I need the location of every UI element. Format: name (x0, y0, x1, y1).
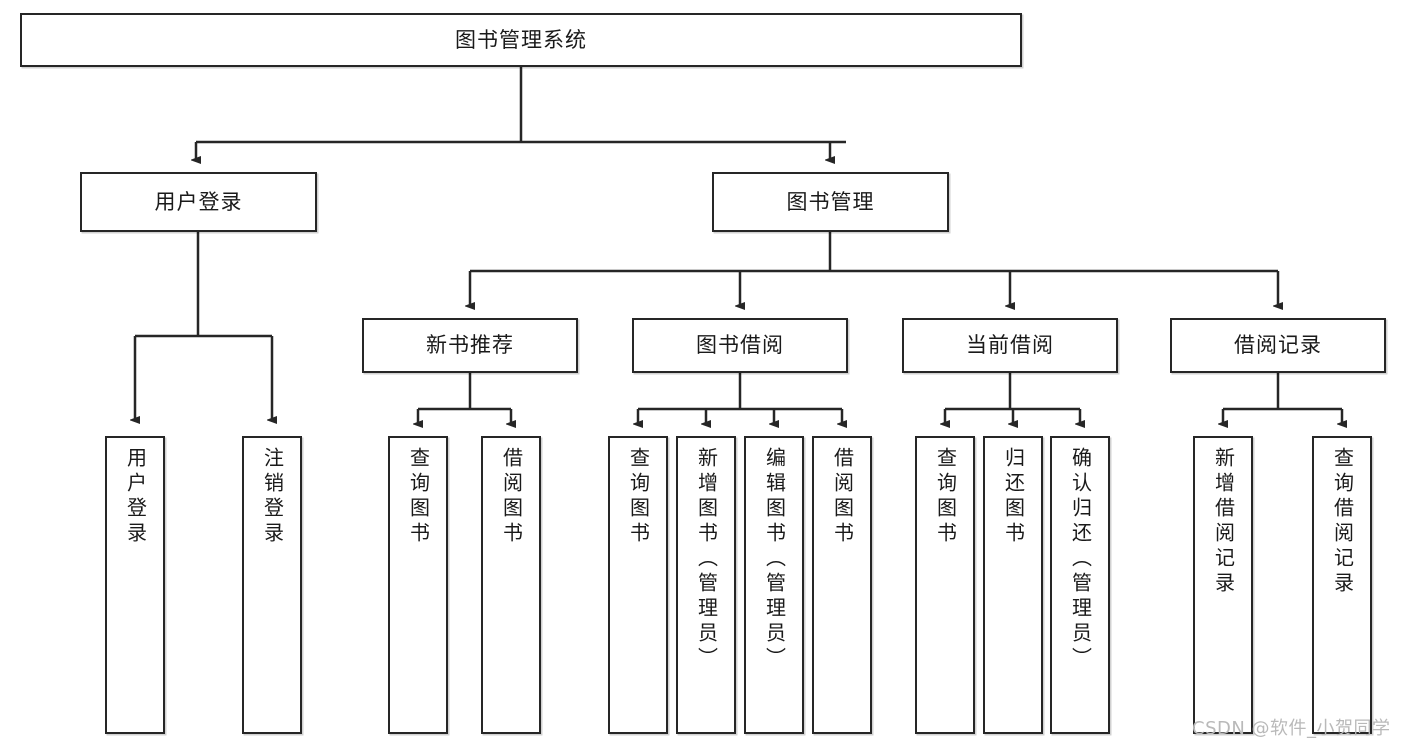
node-label: 借阅记录 (1234, 333, 1322, 358)
node-label: 借阅图书 (499, 447, 524, 547)
node-label: 新书推荐 (426, 333, 514, 358)
node-label: 图书管理 (786, 189, 875, 214)
node-library-management-system[interactable]: 图书管理系统 (20, 13, 1022, 67)
node-leaf-add-record[interactable]: 新增借阅记录 (1193, 436, 1253, 734)
node-label: 查询借阅记录 (1330, 447, 1355, 597)
node-leaf-query-record[interactable]: 查询借阅记录 (1312, 436, 1372, 734)
node-leaf-add-book[interactable]: 新增图书（管理员） (676, 436, 736, 734)
node-leaf-query-book-2[interactable]: 查询图书 (608, 436, 668, 734)
node-new-book-recommend[interactable]: 新书推荐 (362, 318, 578, 373)
node-leaf-return-book[interactable]: 归还图书 (983, 436, 1043, 734)
node-label: 新增借阅记录 (1211, 447, 1236, 597)
node-leaf-borrow-book-1[interactable]: 借阅图书 (481, 436, 541, 734)
node-label: 查询图书 (626, 447, 651, 547)
node-label: 图书管理系统 (455, 27, 587, 52)
node-label: 借阅图书 (830, 447, 855, 547)
node-book-management[interactable]: 图书管理 (712, 172, 949, 232)
node-label: 图书借阅 (696, 333, 784, 358)
node-leaf-user-login[interactable]: 用户登录 (105, 436, 165, 734)
node-leaf-query-book-3[interactable]: 查询图书 (915, 436, 975, 734)
node-leaf-borrow-book-2[interactable]: 借阅图书 (812, 436, 872, 734)
node-label: 查询图书 (406, 447, 431, 547)
node-label: 当前借阅 (966, 333, 1054, 358)
node-label: 查询图书 (933, 447, 958, 547)
node-label: 确认归还（管理员） (1068, 447, 1093, 672)
node-leaf-edit-book[interactable]: 编辑图书（管理员） (744, 436, 804, 734)
watermark: CSDN @软件_小贺同学 (1192, 718, 1391, 739)
node-user-login[interactable]: 用户登录 (80, 172, 317, 232)
node-label: 用户登录 (154, 189, 243, 214)
node-current-borrow[interactable]: 当前借阅 (902, 318, 1118, 373)
node-label: 新增图书（管理员） (694, 447, 719, 672)
node-leaf-logout[interactable]: 注销登录 (242, 436, 302, 734)
node-book-borrow[interactable]: 图书借阅 (632, 318, 848, 373)
node-label: 归还图书 (1001, 447, 1026, 547)
node-leaf-confirm-return[interactable]: 确认归还（管理员） (1050, 436, 1110, 734)
node-label: 注销登录 (260, 447, 285, 547)
node-borrow-record[interactable]: 借阅记录 (1170, 318, 1386, 373)
node-label: 用户登录 (123, 447, 148, 547)
node-label: 编辑图书（管理员） (762, 447, 787, 672)
node-leaf-query-book-1[interactable]: 查询图书 (388, 436, 448, 734)
